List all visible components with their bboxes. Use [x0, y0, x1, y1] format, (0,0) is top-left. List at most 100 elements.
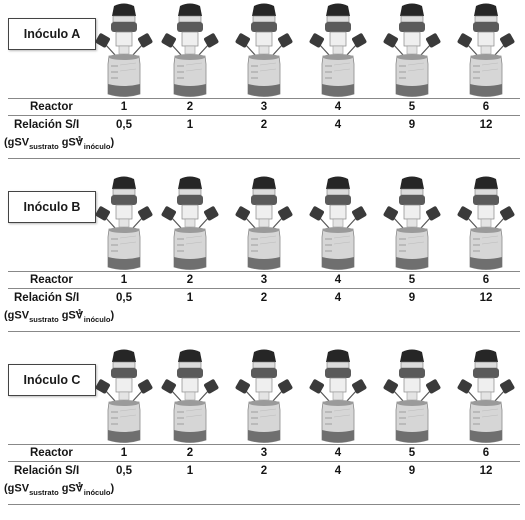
units-part: (gSV [4, 309, 30, 322]
ratio-row-label: Relación S/I [14, 465, 80, 477]
reactor-number: 1 [120, 447, 128, 459]
reactor-bottle-icon [383, 176, 441, 270]
ratio-value: 12 [479, 119, 493, 131]
units-part: (gSV [4, 482, 30, 495]
panel-b: Inóculo B [0, 175, 525, 347]
ratio-value: 0,5 [116, 119, 132, 131]
ratio-value: 12 [479, 292, 493, 304]
units-part: (gSV [4, 136, 30, 149]
ratio-value: 12 [479, 465, 493, 477]
divider [8, 461, 520, 462]
reactor-bottle-icon [383, 3, 441, 97]
reactor-1 [94, 348, 154, 446]
reactor-bottle-icon [161, 176, 219, 270]
panel-a: Inóculo A [0, 2, 525, 174]
divider [8, 98, 520, 99]
reactor-3 [234, 2, 294, 100]
reactor-number: 3 [260, 101, 268, 113]
ratio-value: 2 [260, 119, 268, 131]
reactor-5 [382, 348, 442, 446]
reactor-number: 3 [260, 447, 268, 459]
reactor-bottle-icon [161, 349, 219, 443]
ratio-value: 1 [186, 119, 194, 131]
divider [8, 331, 520, 332]
reactor-bottle-icon [457, 176, 515, 270]
reactor-4 [308, 348, 368, 446]
reactor-number: 2 [186, 447, 194, 459]
reactor-number: 4 [334, 274, 342, 286]
reactor-number: 6 [482, 274, 490, 286]
ratio-value: 1 [186, 465, 194, 477]
ratio-units: (gSVsustrato gSV-1inóculo) [4, 134, 114, 151]
ratio-value: 0,5 [116, 292, 132, 304]
reactor-bottle-icon [309, 349, 367, 443]
reactor-number: 1 [120, 274, 128, 286]
ratio-units: (gSVsustrato gSV-1inóculo) [4, 307, 114, 324]
reactor-number: 5 [408, 447, 416, 459]
ratio-value: 2 [260, 292, 268, 304]
reactor-row-label: Reactor [30, 101, 73, 113]
divider [8, 115, 520, 116]
ratio-value: 2 [260, 465, 268, 477]
reactor-number: 4 [334, 101, 342, 113]
reactor-bottle-icon [457, 349, 515, 443]
divider [8, 288, 520, 289]
reactor-bottle-icon [235, 3, 293, 97]
reactor-2 [160, 175, 220, 273]
reactor-bottle-icon [161, 3, 219, 97]
panel-c: Inóculo C [0, 348, 525, 520]
divider [8, 504, 520, 505]
units-part: -1 [75, 134, 82, 143]
ratio-value: 9 [408, 465, 416, 477]
reactor-6 [456, 2, 516, 100]
ratio-value: 9 [408, 292, 416, 304]
ratio-row-label: Relación S/I [14, 119, 80, 131]
reactor-4 [308, 2, 368, 100]
units-part: sustrato [29, 141, 59, 151]
reactor-bottle-icon [457, 3, 515, 97]
units-part: sustrato [29, 314, 59, 324]
reactor-1 [94, 175, 154, 273]
inoculum-label: Inóculo C [8, 364, 96, 396]
reactor-6 [456, 348, 516, 446]
reactor-bottle-icon [95, 176, 153, 270]
reactor-2 [160, 2, 220, 100]
ratio-value: 4 [334, 465, 342, 477]
divider [8, 158, 520, 159]
units-part: inóculo [83, 487, 111, 497]
reactor-5 [382, 2, 442, 100]
reactor-number: 4 [334, 447, 342, 459]
reactor-row-label: Reactor [30, 447, 73, 459]
units-part: ) [110, 309, 115, 322]
reactor-number: 2 [186, 274, 194, 286]
divider [8, 271, 520, 272]
reactor-3 [234, 348, 294, 446]
units-part: gSV [58, 482, 84, 495]
reactor-number: 6 [482, 447, 490, 459]
units-part: ) [110, 482, 115, 495]
reactor-number: 5 [408, 274, 416, 286]
ratio-value: 9 [408, 119, 416, 131]
reactor-2 [160, 348, 220, 446]
reactor-row-label: Reactor [30, 274, 73, 286]
units-part: gSV [58, 309, 84, 322]
reactor-number: 1 [120, 101, 128, 113]
ratio-value: 4 [334, 119, 342, 131]
ratio-row-label: Relación S/I [14, 292, 80, 304]
reactor-number: 6 [482, 101, 490, 113]
reactor-number: 3 [260, 274, 268, 286]
reactor-number: 2 [186, 101, 194, 113]
units-part: -1 [75, 307, 82, 316]
reactor-bottle-icon [235, 176, 293, 270]
inoculum-label: Inóculo B [8, 191, 96, 223]
reactor-3 [234, 175, 294, 273]
reactor-1 [94, 2, 154, 100]
reactor-4 [308, 175, 368, 273]
units-part: sustrato [29, 487, 59, 497]
units-part: inóculo [83, 314, 111, 324]
ratio-value: 4 [334, 292, 342, 304]
reactor-6 [456, 175, 516, 273]
units-part: ) [110, 136, 115, 149]
ratio-value: 0,5 [116, 465, 132, 477]
reactor-5 [382, 175, 442, 273]
